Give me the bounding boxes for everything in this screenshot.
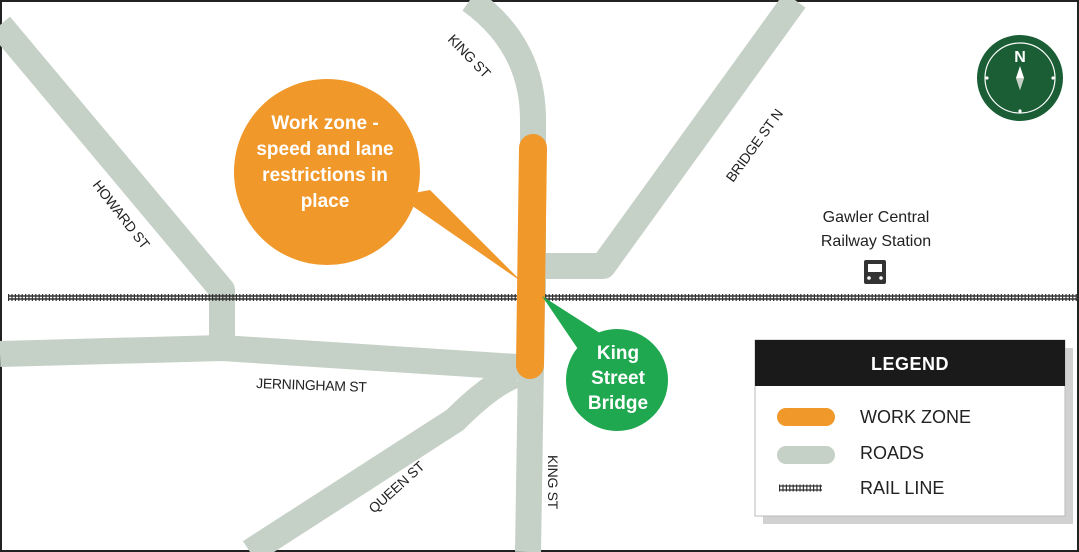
road-howard-st bbox=[0, 16, 235, 338]
legend-roads-label: ROADS bbox=[860, 443, 924, 463]
work-zone-callout-line4: place bbox=[301, 191, 350, 212]
road-jerningham-st bbox=[0, 335, 533, 381]
label-king-st-south: KING ST bbox=[545, 455, 561, 510]
legend-header bbox=[755, 340, 1065, 386]
legend-work-zone-symbol bbox=[777, 408, 835, 426]
work-zone-callout-line3: restrictions in bbox=[262, 165, 388, 186]
work-zone-callout-line2: speed and lane bbox=[256, 139, 393, 160]
work-zone-callout-line1: Work zone - bbox=[271, 113, 378, 134]
bridge-callout-line3: Bridge bbox=[588, 393, 648, 414]
road-bridge-st-n bbox=[533, 0, 806, 279]
bridge-callout-line1: King bbox=[597, 343, 639, 364]
legend-rail-symbol bbox=[779, 484, 822, 492]
legend: LEGEND WORK ZONE ROADS RAIL LINE bbox=[754, 339, 1073, 524]
station-name-line2: Railway Station bbox=[821, 233, 931, 250]
compass-north-label: N bbox=[1014, 49, 1026, 66]
legend-title: LEGEND bbox=[871, 354, 949, 374]
legend-rail-label: RAIL LINE bbox=[860, 478, 944, 498]
bridge-callout-line2: Street bbox=[591, 368, 646, 389]
work-zone-bar bbox=[516, 134, 547, 379]
station: Gawler Central Railway Station bbox=[821, 209, 931, 284]
compass-icon: N bbox=[977, 35, 1063, 121]
work-zone-callout: Work zone - speed and lane restrictions … bbox=[234, 79, 522, 282]
label-jerningham-st: JERNINGHAM ST bbox=[256, 375, 368, 395]
road-king-st-north bbox=[462, 0, 546, 300]
bridge-callout: King Street Bridge bbox=[542, 296, 668, 431]
legend-roads-symbol bbox=[777, 446, 835, 464]
road-queen-st bbox=[242, 362, 521, 552]
legend-work-zone-label: WORK ZONE bbox=[860, 407, 971, 427]
station-name-line1: Gawler Central bbox=[823, 209, 930, 226]
train-icon bbox=[864, 260, 886, 284]
